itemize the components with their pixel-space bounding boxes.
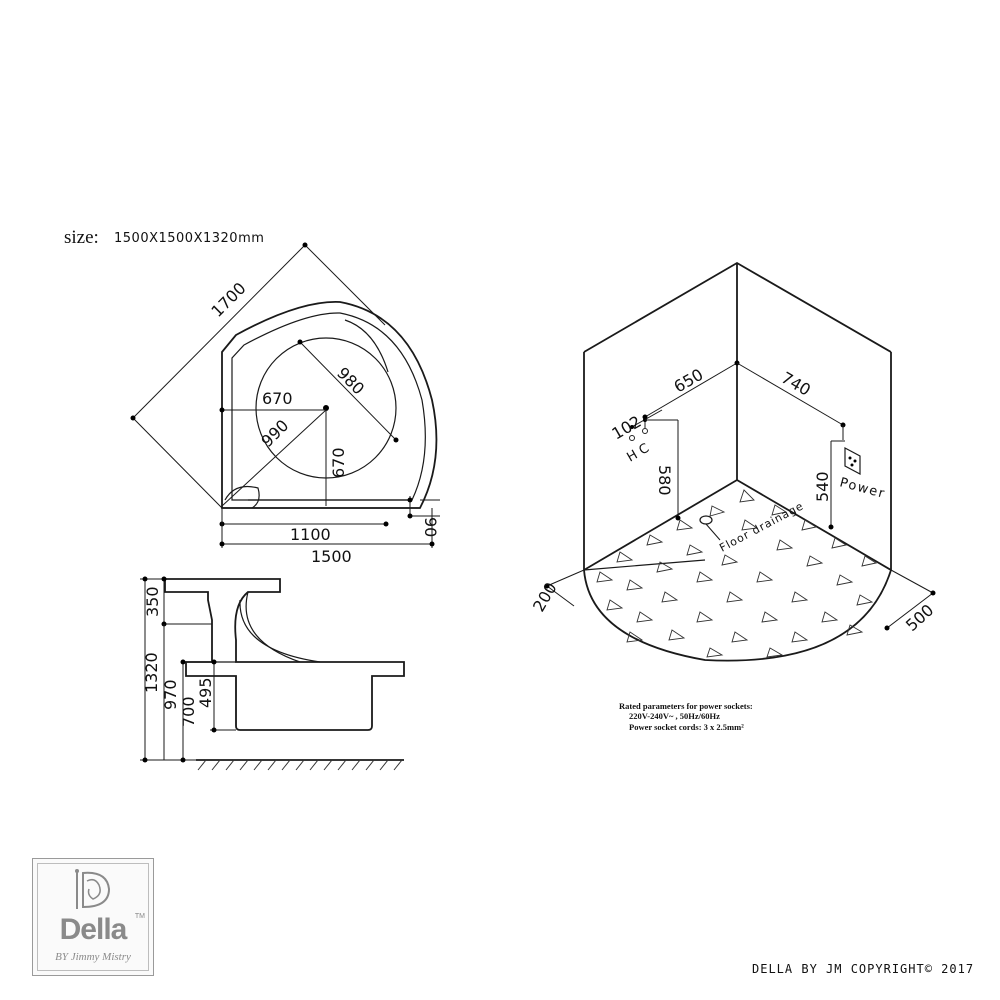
- floor-left-edge: [583, 479, 738, 571]
- copyright-text: DELLA BY JM COPYRIGHT© 2017: [752, 962, 975, 976]
- cold-tap-icon: [642, 428, 648, 434]
- dim-dot: [828, 524, 834, 530]
- hot-tap-icon: [629, 435, 635, 441]
- dim-700: 700: [179, 696, 198, 727]
- dim-495: 495: [196, 677, 215, 708]
- ext-line: [304, 244, 386, 326]
- dim-670-horizontal: 670: [262, 389, 293, 408]
- dim-dot: [675, 515, 681, 521]
- dim-dot: [211, 727, 217, 733]
- dim-970: 970: [161, 679, 180, 710]
- shower-tray-arc: [583, 569, 892, 662]
- logo-trademark: TM: [134, 913, 145, 920]
- tub-outline: [221, 301, 438, 509]
- dim-dot: [130, 415, 136, 421]
- backrest-curve: [245, 591, 301, 663]
- dim-980: 980: [333, 363, 368, 398]
- ext-line: [132, 417, 223, 509]
- corner-step: [224, 485, 260, 509]
- installation-view: Floor drainage 650 740 102 H C 580 540: [529, 261, 937, 662]
- dim-dot: [302, 242, 308, 248]
- socket-pin: [850, 463, 854, 467]
- dim-dot: [544, 583, 550, 589]
- dim-dot: [142, 757, 148, 763]
- dim-1500: 1500: [311, 547, 352, 566]
- dim-540: 540: [813, 471, 832, 502]
- dim-740: 740: [778, 368, 814, 400]
- dim-line-650: [644, 362, 738, 418]
- side-view: 1320 350 970 700 495: [140, 576, 405, 771]
- dim-500: 500: [902, 600, 937, 635]
- dim-dot: [407, 497, 413, 503]
- backrest-curve-inner: [239, 599, 321, 663]
- dim-line-980: [299, 341, 397, 441]
- dim-line-1700: [132, 244, 306, 419]
- ext-line: [546, 585, 575, 607]
- floor-hatch: [197, 759, 403, 771]
- socket-pin: [848, 456, 852, 460]
- dim-dot: [297, 339, 303, 345]
- dim-dot: [407, 513, 413, 519]
- dim-dot: [884, 625, 890, 631]
- tub-inner-rim: [231, 312, 426, 501]
- tray-seam: [583, 559, 706, 571]
- dim-350: 350: [143, 586, 162, 617]
- dim-dot: [219, 541, 225, 547]
- size-label: size:: [64, 227, 99, 248]
- dim-670-vertical: 670: [329, 447, 348, 478]
- dim-dot: [429, 541, 435, 547]
- dim-dot: [142, 576, 148, 582]
- floor-right-edge: [736, 479, 892, 571]
- floor-drainage-label: Floor drainage: [717, 499, 806, 554]
- dim-dot: [393, 437, 399, 443]
- tray-triangle-pattern: [596, 489, 878, 658]
- dim-dot: [383, 521, 389, 527]
- dim-dot: [630, 425, 634, 429]
- dim-580: 580: [655, 465, 674, 496]
- dim-line-500: [890, 569, 934, 594]
- power-socket-icon: [844, 447, 861, 475]
- dim-dot: [211, 659, 217, 665]
- dim-102: 102: [609, 412, 645, 444]
- logo-emblem-icon: [75, 869, 111, 909]
- dim-200: 200: [529, 579, 561, 615]
- floor-drain-icon: [699, 515, 713, 525]
- dim-dot: [930, 590, 936, 596]
- della-logo: Della TM BY Jimmy Mistry: [32, 858, 154, 976]
- notes-title: Rated parameters for power sockets:: [619, 701, 753, 711]
- notes-line-1: 220V-240V~ , 50Hz/60Hz: [629, 711, 720, 721]
- top-view: 1700 980 670 990 670 90: [130, 242, 440, 566]
- logo-frame: [37, 863, 149, 971]
- power-label: Power: [838, 475, 887, 502]
- logo-byline: BY Jimmy Mistry: [55, 951, 131, 963]
- logo-wordmark: Della: [59, 913, 128, 946]
- headrest-curve: [344, 319, 389, 373]
- dim-line-740: [736, 362, 844, 426]
- dim-dot: [219, 407, 225, 413]
- dim-1320: 1320: [142, 652, 161, 693]
- dim-dot: [180, 659, 186, 665]
- dim-1100: 1100: [290, 525, 331, 544]
- socket-pin: [853, 459, 857, 463]
- tap-labels: H C: [625, 441, 652, 465]
- dim-line-990: [221, 409, 327, 507]
- dim-dot: [642, 414, 648, 420]
- dim-dot: [161, 576, 167, 582]
- notes-line-2: Power socket cords: 3 x 2.5mm²: [629, 722, 744, 732]
- ext-line: [886, 592, 934, 629]
- dim-90: 90: [421, 517, 440, 537]
- size-value: 1500X1500X1320mm: [114, 231, 264, 246]
- power-notes: Rated parameters for power sockets: 220V…: [619, 701, 753, 732]
- dim-dot: [180, 757, 186, 763]
- dim-line-200: [546, 569, 585, 587]
- dim-1700: 1700: [207, 279, 249, 321]
- drain-leader: [705, 523, 721, 541]
